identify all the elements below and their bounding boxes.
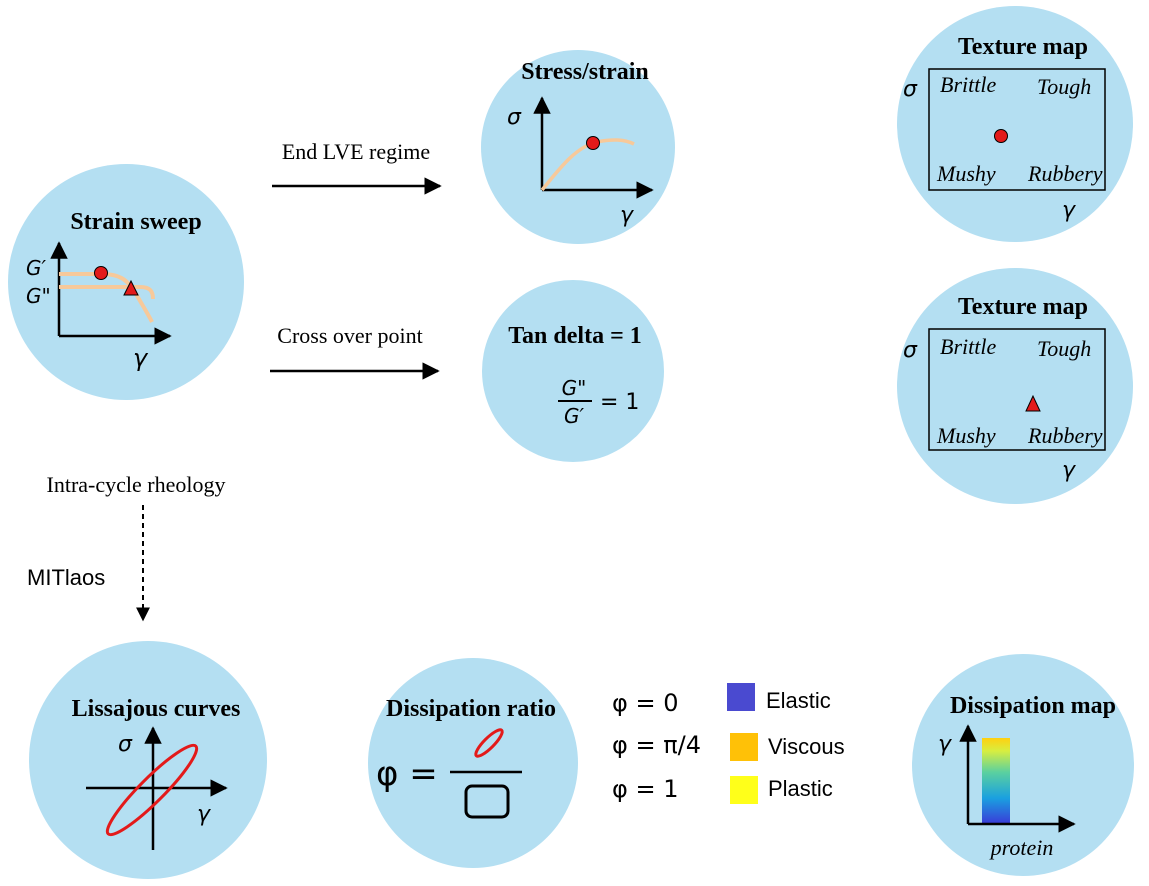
strain-sweep-title: Strain sweep [70, 209, 201, 235]
lissajous-node: Lissajous curves σ γ [29, 641, 267, 879]
legend-swatch-viscous [730, 733, 758, 761]
stress-strain-marker [586, 136, 600, 150]
texture-bottom-mushy: Mushy [936, 423, 996, 448]
legend-label-elastic: Elastic [766, 688, 831, 713]
g-double-prime-curve [59, 285, 155, 300]
texture-bottom-x-label: γ [1062, 458, 1076, 483]
texture-bottom-y-label: σ [903, 338, 918, 363]
texture-map-top-node: Texture map Brittle Tough Mushy Rubbery … [897, 6, 1133, 242]
g-prime-label: G′ [26, 256, 46, 280]
texture-map-bottom-circle [897, 268, 1133, 504]
texture-bottom-marker [1025, 394, 1041, 412]
legend-condition-elastic: φ = 0 [612, 689, 678, 717]
texture-map-bottom-frame [928, 328, 1106, 451]
dissipation-rect-icon [464, 784, 510, 819]
dissipation-map-node: Dissipation map γ protein [912, 654, 1134, 876]
dissipation-map-x-label: protein [989, 835, 1054, 860]
tan-delta-denominator: G′ [564, 404, 584, 428]
lissajous-circle [29, 641, 267, 879]
strain-sweep-node: Strain sweep G′ G" γ [8, 164, 244, 400]
stress-strain-title: Stress/strain [521, 59, 649, 85]
texture-top-brittle: Brittle [940, 72, 996, 97]
stress-strain-x-label: γ [620, 203, 634, 228]
texture-top-mushy: Mushy [936, 161, 996, 186]
lissajous-x-label: γ [197, 802, 211, 827]
intra-cycle-label: Intra-cycle rheology [47, 472, 226, 497]
texture-bottom-brittle: Brittle [940, 334, 996, 359]
legend-swatch-plastic [730, 776, 758, 804]
stress-strain-node: Stress/strain σ γ [481, 50, 675, 244]
texture-bottom-tough: Tough [1037, 336, 1091, 361]
texture-map-bottom-node: Texture map Brittle Tough Mushy Rubbery … [897, 268, 1133, 504]
texture-top-rubbery: Rubbery [1027, 161, 1103, 186]
dissipation-ratio-circle [368, 658, 578, 868]
dissipation-map-y-label: γ [938, 732, 952, 757]
tan-delta-equals: = 1 [600, 390, 639, 415]
stress-strain-y-label: σ [507, 105, 522, 130]
stress-strain-circle [481, 50, 675, 244]
dissipation-map-gradient-bar [982, 738, 1010, 824]
texture-bottom-rubbery: Rubbery [1027, 423, 1103, 448]
lissajous-title: Lissajous curves [72, 696, 241, 722]
cross-over-label: Cross over point [277, 323, 422, 348]
lissajous-loop [105, 743, 199, 837]
dissipation-ratio-phi: φ = [376, 754, 438, 794]
end-lve-label: End LVE regime [282, 139, 430, 164]
tan-delta-circle [482, 280, 664, 462]
legend-label-plastic: Plastic [768, 776, 833, 801]
texture-top-tough: Tough [1037, 74, 1091, 99]
texture-map-top-circle [897, 6, 1133, 242]
texture-top-x-label: γ [1062, 198, 1076, 223]
texture-map-top-title: Texture map [958, 34, 1088, 60]
lve-end-marker [94, 266, 108, 280]
lissajous-y-label: σ [118, 732, 133, 757]
dissipation-legend: φ = 0 Elastic φ = π/4 Viscous φ = 1 Plas… [612, 683, 845, 804]
strain-sweep-x-label: γ [133, 344, 149, 372]
dissipation-ratio-title: Dissipation ratio [386, 696, 556, 722]
texture-top-marker [994, 129, 1008, 143]
tan-delta-numerator: G" [562, 376, 587, 400]
legend-swatch-elastic [727, 683, 755, 711]
texture-map-top-frame [928, 68, 1106, 191]
dissipation-ratio-node: Dissipation ratio φ = [368, 658, 578, 868]
texture-map-bottom-title: Texture map [958, 294, 1088, 320]
tan-delta-node: Tan delta = 1 G" G′ = 1 [482, 280, 664, 462]
g-double-prime-label: G" [26, 284, 51, 308]
legend-label-viscous: Viscous [768, 734, 845, 759]
dissipation-loop-icon [474, 728, 504, 758]
dissipation-map-title: Dissipation map [950, 693, 1116, 719]
tan-delta-title: Tan delta = 1 [508, 323, 642, 349]
legend-condition-plastic: φ = 1 [612, 775, 678, 803]
legend-condition-viscous: φ = π/4 [612, 731, 701, 759]
texture-top-y-label: σ [903, 77, 918, 102]
mitlaos-label: MITlaos [27, 565, 105, 590]
crossover-marker [123, 279, 139, 296]
